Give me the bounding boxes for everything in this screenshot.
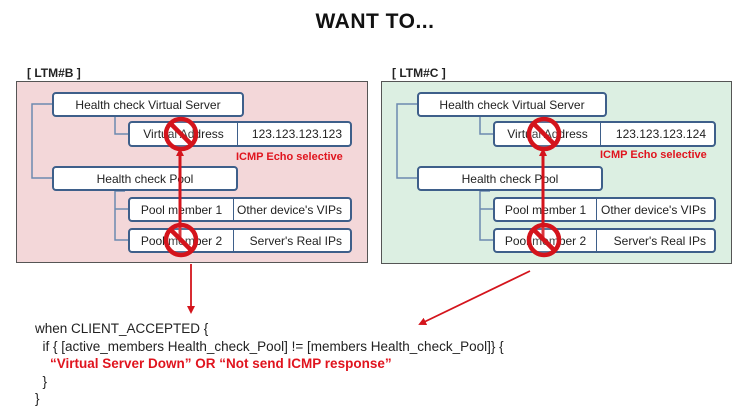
ltm-b-virtual-address-value: 123.123.123.123 [251, 127, 342, 141]
no-entry-icon [526, 222, 562, 258]
code-line-1: when CLIENT_ACCEPTED { [35, 321, 209, 336]
code-line-3: “Virtual Server Down” OR “Not send ICMP … [35, 356, 392, 371]
page-title: WANT TO... [315, 10, 435, 33]
code-line-2: if { [active_members Health_check_Pool] … [35, 338, 504, 354]
code-line-5: } [35, 391, 40, 406]
ltm-c-member2-value: Server's Real IPs [613, 233, 706, 248]
code-line-4: } [35, 373, 48, 389]
ltm-c-icmp-note: ICMP Echo selective [600, 149, 707, 161]
no-entry-icon [526, 116, 562, 152]
ltm-c-virtual-server-box: Health check Virtual Server [417, 92, 607, 117]
ltm-b-virtual-server-box: Health check Virtual Server [52, 92, 244, 117]
ltm-b-pool-box: Health check Pool [52, 166, 238, 191]
ltm-c-label: [ LTM#C ] [392, 66, 446, 80]
ltm-c-pool-member-1: Pool member 1 Other device's VIPs [493, 197, 716, 222]
ltm-c-diagonal-arrow [418, 270, 531, 325]
no-entry-icon [163, 116, 199, 152]
ltm-b-member1-value: Other device's VIPs [237, 202, 342, 217]
ltm-c-pool-box: Health check Pool [417, 166, 603, 191]
ltm-b-label: [ LTM#B ] [27, 66, 81, 80]
ltm-c-member1-label: Pool member 1 [495, 199, 597, 220]
ltm-b-member2-value: Server's Real IPs [249, 233, 342, 248]
no-entry-icon [163, 222, 199, 258]
ltm-b-icmp-note: ICMP Echo selective [236, 151, 343, 163]
irule-code-block: when CLIENT_ACCEPTED { if { [active_memb… [35, 320, 504, 408]
ltm-b-pool-member-1: Pool member 1 Other device's VIPs [128, 197, 352, 222]
ltm-c-virtual-address-value: 123.123.123.124 [615, 127, 706, 141]
ltm-c-member1-value: Other device's VIPs [601, 202, 706, 217]
